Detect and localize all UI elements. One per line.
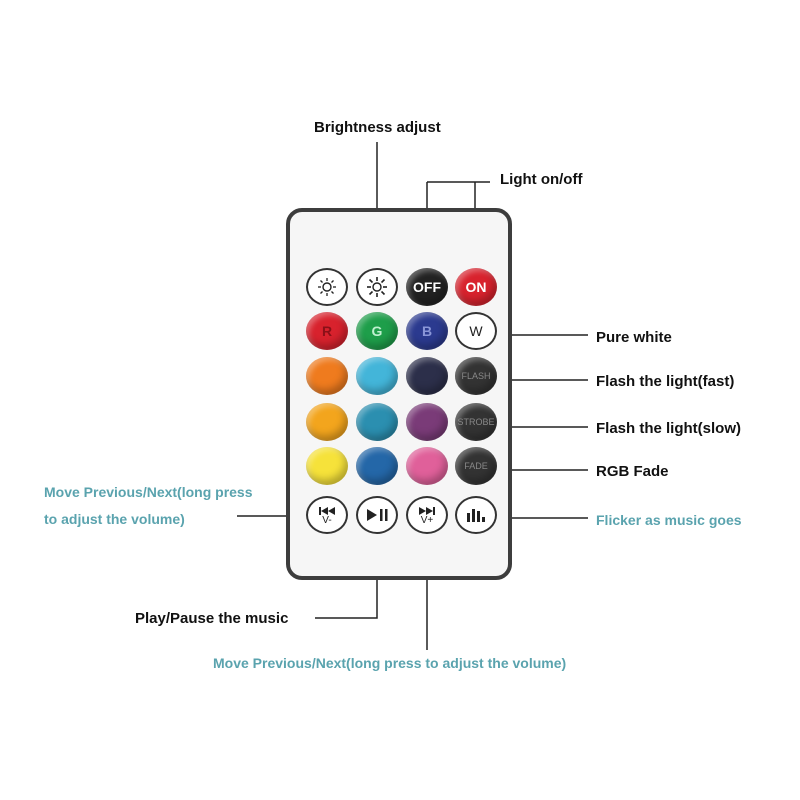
prev-next-left-label-line1: Move Previous/Next(long press bbox=[44, 484, 253, 500]
previous-volume-down-button[interactable]: V- bbox=[306, 496, 348, 534]
off-button[interactable]: OFF bbox=[406, 268, 448, 306]
brightness-adjust-label: Brightness adjust bbox=[314, 119, 441, 136]
flash-button-label: FLASH bbox=[461, 370, 491, 381]
on-button[interactable]: ON bbox=[455, 268, 497, 306]
prev-next-bottom-label: Move Previous/Next(long press to adjust … bbox=[213, 655, 567, 671]
teal-blue-button[interactable] bbox=[356, 403, 398, 441]
volume-down-label: V- bbox=[322, 514, 332, 526]
dark-navy-button[interactable] bbox=[406, 357, 448, 395]
blue-button[interactable]: B bbox=[406, 312, 448, 350]
fade-button-label: FADE bbox=[464, 460, 488, 471]
red-button-label: R bbox=[321, 323, 333, 339]
sun-bright-icon bbox=[367, 277, 387, 297]
blue-button-label: B bbox=[421, 323, 433, 339]
off-button-label: OFF bbox=[413, 279, 441, 295]
brightness-down-button[interactable] bbox=[306, 268, 348, 306]
yellow-button[interactable] bbox=[306, 447, 348, 485]
play-pause-label: Play/Pause the music bbox=[135, 610, 289, 627]
sun-small-icon bbox=[318, 278, 336, 296]
purple-button[interactable] bbox=[406, 403, 448, 441]
mid-blue-button[interactable] bbox=[356, 447, 398, 485]
brightness-up-button[interactable] bbox=[356, 268, 398, 306]
rgb-fade-label: RGB Fade bbox=[596, 463, 669, 480]
strobe-button-label: STROBE bbox=[457, 416, 495, 427]
green-button[interactable]: G bbox=[356, 312, 398, 350]
skip-forward-icon bbox=[419, 506, 435, 515]
pure-white-label: Pure white bbox=[596, 329, 672, 346]
music-mode-button[interactable] bbox=[455, 496, 497, 534]
red-button[interactable]: R bbox=[306, 312, 348, 350]
flash-fast-label: Flash the light(fast) bbox=[596, 373, 735, 390]
play-pause-icon bbox=[367, 509, 388, 521]
flash-button[interactable]: FLASH bbox=[455, 357, 497, 395]
white-button-label: W bbox=[469, 323, 483, 339]
play-pause-button[interactable] bbox=[356, 496, 398, 534]
skip-back-icon bbox=[319, 506, 335, 515]
prev-next-left-label-line2: to adjust the volume) bbox=[44, 511, 185, 527]
volume-up-label: V+ bbox=[420, 514, 434, 526]
light-blue-button[interactable] bbox=[356, 357, 398, 395]
flicker-music-label: Flicker as music goes bbox=[596, 512, 742, 528]
strobe-button[interactable]: STROBE bbox=[455, 403, 497, 441]
white-button[interactable]: W bbox=[455, 312, 497, 350]
flash-slow-label: Flash the light(slow) bbox=[596, 420, 741, 437]
amber-button[interactable] bbox=[306, 403, 348, 441]
pink-button[interactable] bbox=[406, 447, 448, 485]
equalizer-icon bbox=[467, 509, 485, 522]
next-volume-up-button[interactable]: V+ bbox=[406, 496, 448, 534]
green-button-label: G bbox=[371, 323, 383, 339]
light-onoff-label: Light on/off bbox=[500, 171, 583, 188]
orange-button[interactable] bbox=[306, 357, 348, 395]
fade-button[interactable]: FADE bbox=[455, 447, 497, 485]
on-button-label: ON bbox=[465, 279, 487, 295]
